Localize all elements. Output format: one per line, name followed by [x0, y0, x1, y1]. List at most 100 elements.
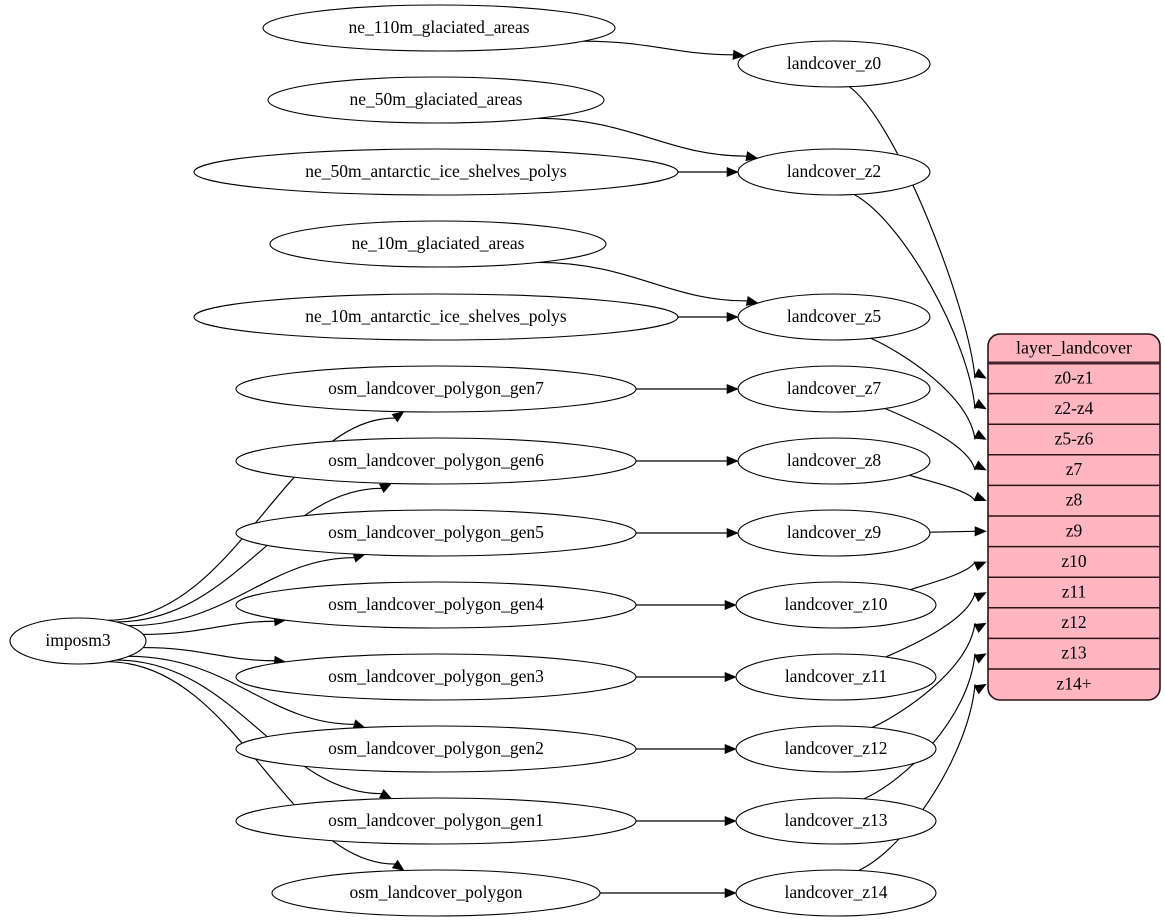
node-ellipse	[9, 617, 147, 665]
table-row[interactable]: z7	[1066, 459, 1083, 479]
edge-imposm3-to-osm_landcover_polygon_gen6	[115, 487, 382, 623]
edge-landcover_z2-to-table-row-1	[853, 193, 976, 409]
arrowhead-icon	[973, 429, 987, 440]
table-row[interactable]: z11	[1062, 582, 1087, 602]
node-osm_landcover_polygon_gen5[interactable]: osm_landcover_polygon_gen5	[235, 509, 637, 557]
arrowhead-icon	[724, 599, 737, 611]
table-row[interactable]: z14+	[1056, 673, 1091, 693]
edge-imposm3-to-osm_landcover_polygon_gen7	[107, 417, 395, 621]
node-label: landcover_z13	[784, 810, 887, 830]
node-landcover_z2[interactable]: landcover_z2	[737, 148, 931, 196]
arrowhead-icon	[391, 411, 405, 423]
node-ellipse	[235, 581, 637, 629]
table-row[interactable]: z0-z1	[1055, 367, 1094, 387]
node-ellipse	[735, 869, 937, 917]
node-osm_landcover_polygon_gen1[interactable]: osm_landcover_polygon_gen1	[235, 797, 637, 845]
node-landcover_z0[interactable]: landcover_z0	[737, 40, 931, 88]
table-row[interactable]: z5-z6	[1055, 429, 1094, 449]
arrowhead-icon	[726, 311, 739, 323]
arrowhead-icon	[973, 653, 987, 664]
node-label: ne_110m_glaciated_areas	[348, 17, 529, 37]
node-ellipse	[267, 76, 605, 124]
node-ellipse	[737, 509, 931, 557]
node-ellipse	[735, 581, 937, 629]
node-landcover_z14[interactable]: landcover_z14	[735, 869, 937, 917]
node-ellipse	[737, 293, 931, 341]
arrowhead-icon	[726, 166, 739, 178]
node-label: landcover_z2	[787, 161, 881, 181]
node-label: osm_landcover_polygon_gen1	[328, 810, 544, 830]
edge-landcover_z11-to-table-row-7	[885, 592, 976, 658]
node-ellipse	[735, 797, 937, 845]
arrowhead-icon	[379, 788, 393, 799]
node-ne_110m_glaciated_areas[interactable]: ne_110m_glaciated_areas	[262, 4, 616, 52]
table-row[interactable]: z2-z4	[1055, 398, 1094, 418]
node-label: ne_50m_glaciated_areas	[350, 89, 523, 109]
edges-layer	[107, 40, 987, 899]
edge-imposm3-to-osm_landcover_polygon_gen1	[115, 659, 382, 795]
node-label: osm_landcover_polygon_gen5	[328, 522, 544, 542]
node-ellipse	[737, 40, 931, 88]
table-title: layer_landcover	[1016, 338, 1132, 358]
node-ne_50m_glaciated_areas[interactable]: ne_50m_glaciated_areas	[267, 76, 605, 124]
edge-ne_10m_glaciated_areas-to-landcover_z5	[538, 261, 748, 302]
arrowhead-icon	[973, 622, 987, 633]
node-ne_50m_antarctic_ice_shelves_polys[interactable]: ne_50m_antarctic_ice_shelves_polys	[193, 148, 679, 196]
arrowhead-icon	[974, 526, 987, 537]
arrowhead-icon	[379, 483, 393, 494]
node-landcover_z11[interactable]: landcover_z11	[735, 653, 937, 701]
node-osm_landcover_polygon[interactable]: osm_landcover_polygon	[271, 869, 601, 917]
node-landcover_z8[interactable]: landcover_z8	[737, 437, 931, 485]
table-row[interactable]: z10	[1061, 551, 1087, 571]
node-ne_10m_antarctic_ice_shelves_polys[interactable]: ne_10m_antarctic_ice_shelves_polys	[193, 293, 679, 341]
node-landcover_z12[interactable]: landcover_z12	[735, 725, 937, 773]
node-label: ne_10m_glaciated_areas	[352, 233, 525, 253]
table-row[interactable]: z12	[1061, 612, 1086, 632]
arrowhead-icon	[726, 455, 739, 467]
arrowhead-icon	[724, 887, 737, 899]
node-landcover_z5[interactable]: landcover_z5	[737, 293, 931, 341]
node-landcover_z9[interactable]: landcover_z9	[737, 509, 931, 557]
edge-imposm3-to-osm_landcover_polygon_gen2	[128, 655, 355, 725]
node-osm_landcover_polygon_gen2[interactable]: osm_landcover_polygon_gen2	[235, 725, 637, 773]
node-osm_landcover_polygon_gen4[interactable]: osm_landcover_polygon_gen4	[235, 581, 637, 629]
node-label: landcover_z9	[787, 522, 882, 542]
arrowhead-icon	[724, 743, 737, 755]
edge-landcover_z8-to-table-row-4	[909, 474, 976, 502]
arrowhead-icon	[391, 859, 405, 871]
layer-landcover-table[interactable]: layer_landcover z0-z1 z2-z4 z5-z6 z7 z8 z9 z10 z…	[987, 333, 1161, 701]
table-row[interactable]: z9	[1066, 520, 1083, 540]
node-osm_landcover_polygon_gen3[interactable]: osm_landcover_polygon_gen3	[235, 653, 637, 701]
node-landcover_z13[interactable]: landcover_z13	[735, 797, 937, 845]
node-imposm3[interactable]: imposm3	[9, 617, 147, 665]
node-label: osm_landcover_polygon_gen3	[328, 666, 544, 686]
edge-imposm3-to-osm_landcover_polygon_gen3	[143, 646, 275, 662]
node-landcover_z7[interactable]: landcover_z7	[737, 365, 931, 413]
node-osm_landcover_polygon_gen6[interactable]: osm_landcover_polygon_gen6	[235, 437, 637, 485]
arrowhead-icon	[973, 592, 987, 603]
node-label: landcover_z11	[785, 666, 887, 686]
node-ellipse	[271, 869, 601, 917]
node-label: osm_landcover_polygon_gen7	[328, 378, 544, 398]
node-ellipse	[737, 148, 931, 196]
node-label: landcover_z8	[787, 450, 882, 470]
node-ne_10m_glaciated_areas[interactable]: ne_10m_glaciated_areas	[269, 220, 607, 268]
edge-landcover_z14-to-table-row-10	[858, 684, 976, 872]
table-row[interactable]: z8	[1066, 490, 1083, 510]
edge-ne_110m_glaciated_areas-to-landcover_z0	[583, 40, 734, 56]
node-landcover_z10[interactable]: landcover_z10	[735, 581, 937, 629]
arrowhead-icon	[745, 151, 759, 162]
node-ellipse	[235, 509, 637, 557]
node-ellipse	[235, 365, 637, 413]
node-label: landcover_z10	[784, 594, 887, 614]
edge-landcover_z12-to-table-row-8	[871, 623, 976, 729]
node-label: landcover_z0	[787, 53, 882, 73]
table-row[interactable]: z13	[1061, 643, 1087, 663]
node-osm_landcover_polygon_gen7[interactable]: osm_landcover_polygon_gen7	[235, 365, 637, 413]
arrowhead-icon	[732, 49, 746, 60]
arrowhead-icon	[724, 671, 737, 683]
edge-landcover_z9-to-table-row-5	[929, 530, 976, 533]
node-label: landcover_z5	[787, 306, 882, 326]
node-label: imposm3	[45, 630, 110, 650]
